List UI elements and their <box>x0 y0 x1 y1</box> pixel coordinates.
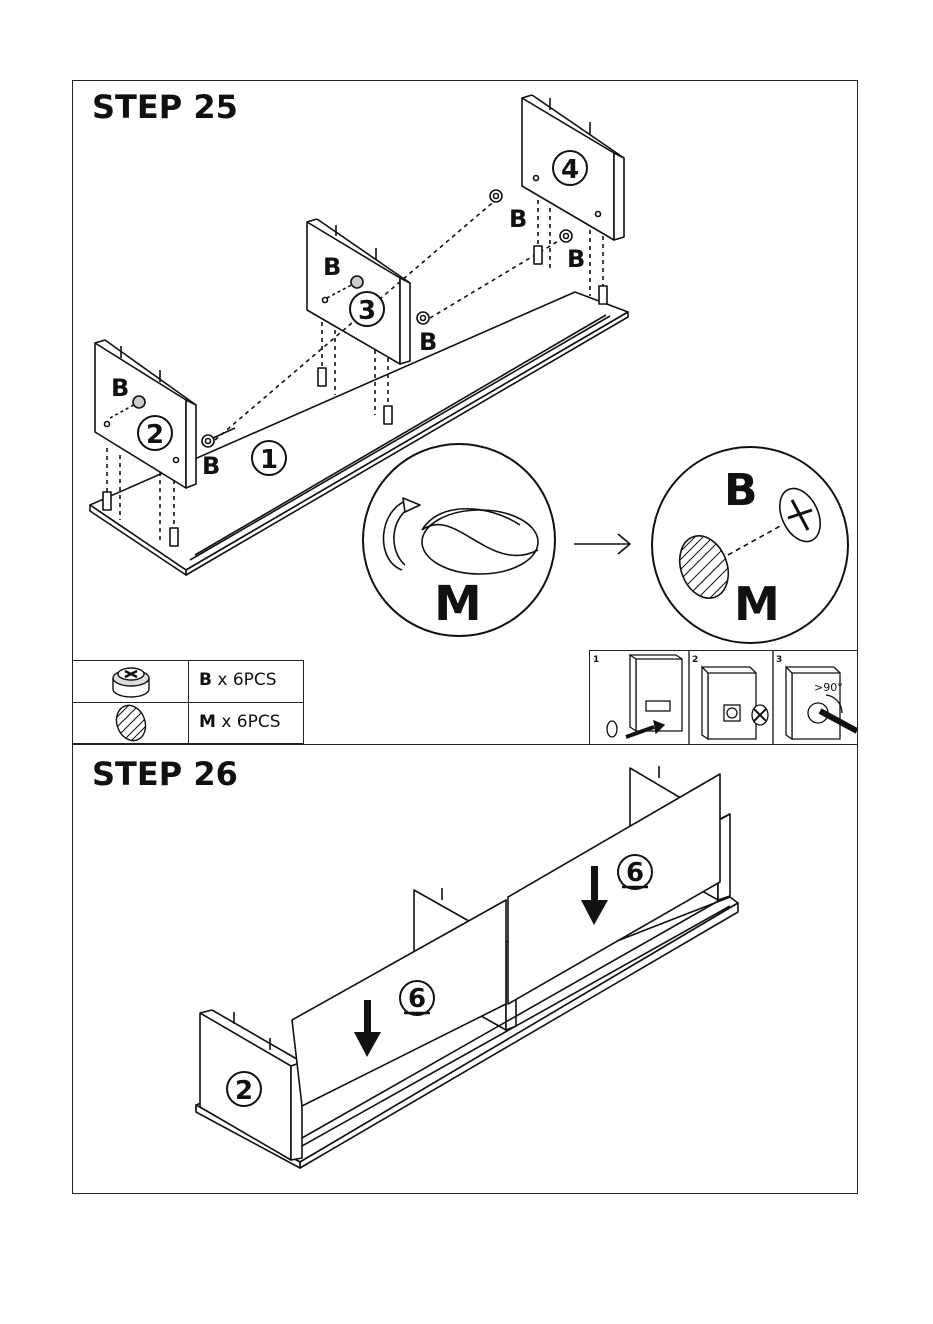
panel-number-6b: 6 <box>408 984 426 1014</box>
arrow-right-icon <box>574 534 630 554</box>
cover-cap-icon <box>73 703 189 744</box>
panel-number-6: 6 <box>626 858 644 888</box>
detail-b-label: B <box>724 465 758 516</box>
fitting-label-b: B <box>419 328 437 356</box>
panel-number-2: 2 <box>146 420 164 450</box>
panel-number-2: 2 <box>235 1076 253 1106</box>
detail-m-label-2: M <box>734 577 780 631</box>
cam-lock-howto: 1 2 3 >90° <box>589 650 858 745</box>
side-panel-2 <box>95 340 196 488</box>
parts-row-b: B x 6PCS <box>73 661 303 702</box>
step-26-illustration: 2 6 6 <box>72 746 858 1192</box>
parts-icon-cell <box>73 703 189 744</box>
parts-icon-cell <box>73 661 189 702</box>
angle-label: >90° <box>814 681 843 694</box>
fitting-label-b: B <box>567 245 585 273</box>
fitting-label-b: B <box>323 253 341 281</box>
side-panel-3 <box>307 219 410 364</box>
parts-table: B x 6PCS M x 6PCS <box>72 660 304 744</box>
step-25-illustration: 1 2 3 4 B B B B B B M B M <box>72 80 858 660</box>
fitting-label-b: B <box>111 374 129 402</box>
howto-step-2: 2 <box>692 655 698 665</box>
howto-step-1: 1 <box>593 655 599 665</box>
detail-m-label: M <box>434 576 482 632</box>
howto-step-3: 3 <box>776 655 782 665</box>
panel-number-4: 4 <box>561 155 579 185</box>
fitting-label-b: B <box>509 205 527 233</box>
step-divider <box>72 744 858 745</box>
parts-label-m: M x 6PCS <box>199 712 281 732</box>
cam-lock-icon <box>73 661 189 702</box>
parts-row-m: M x 6PCS <box>73 703 303 744</box>
parts-label-b: B x 6PCS <box>199 670 277 690</box>
panel-number-3: 3 <box>358 296 376 326</box>
panel-number-1: 1 <box>260 445 278 475</box>
fitting-label-b: B <box>202 452 220 480</box>
